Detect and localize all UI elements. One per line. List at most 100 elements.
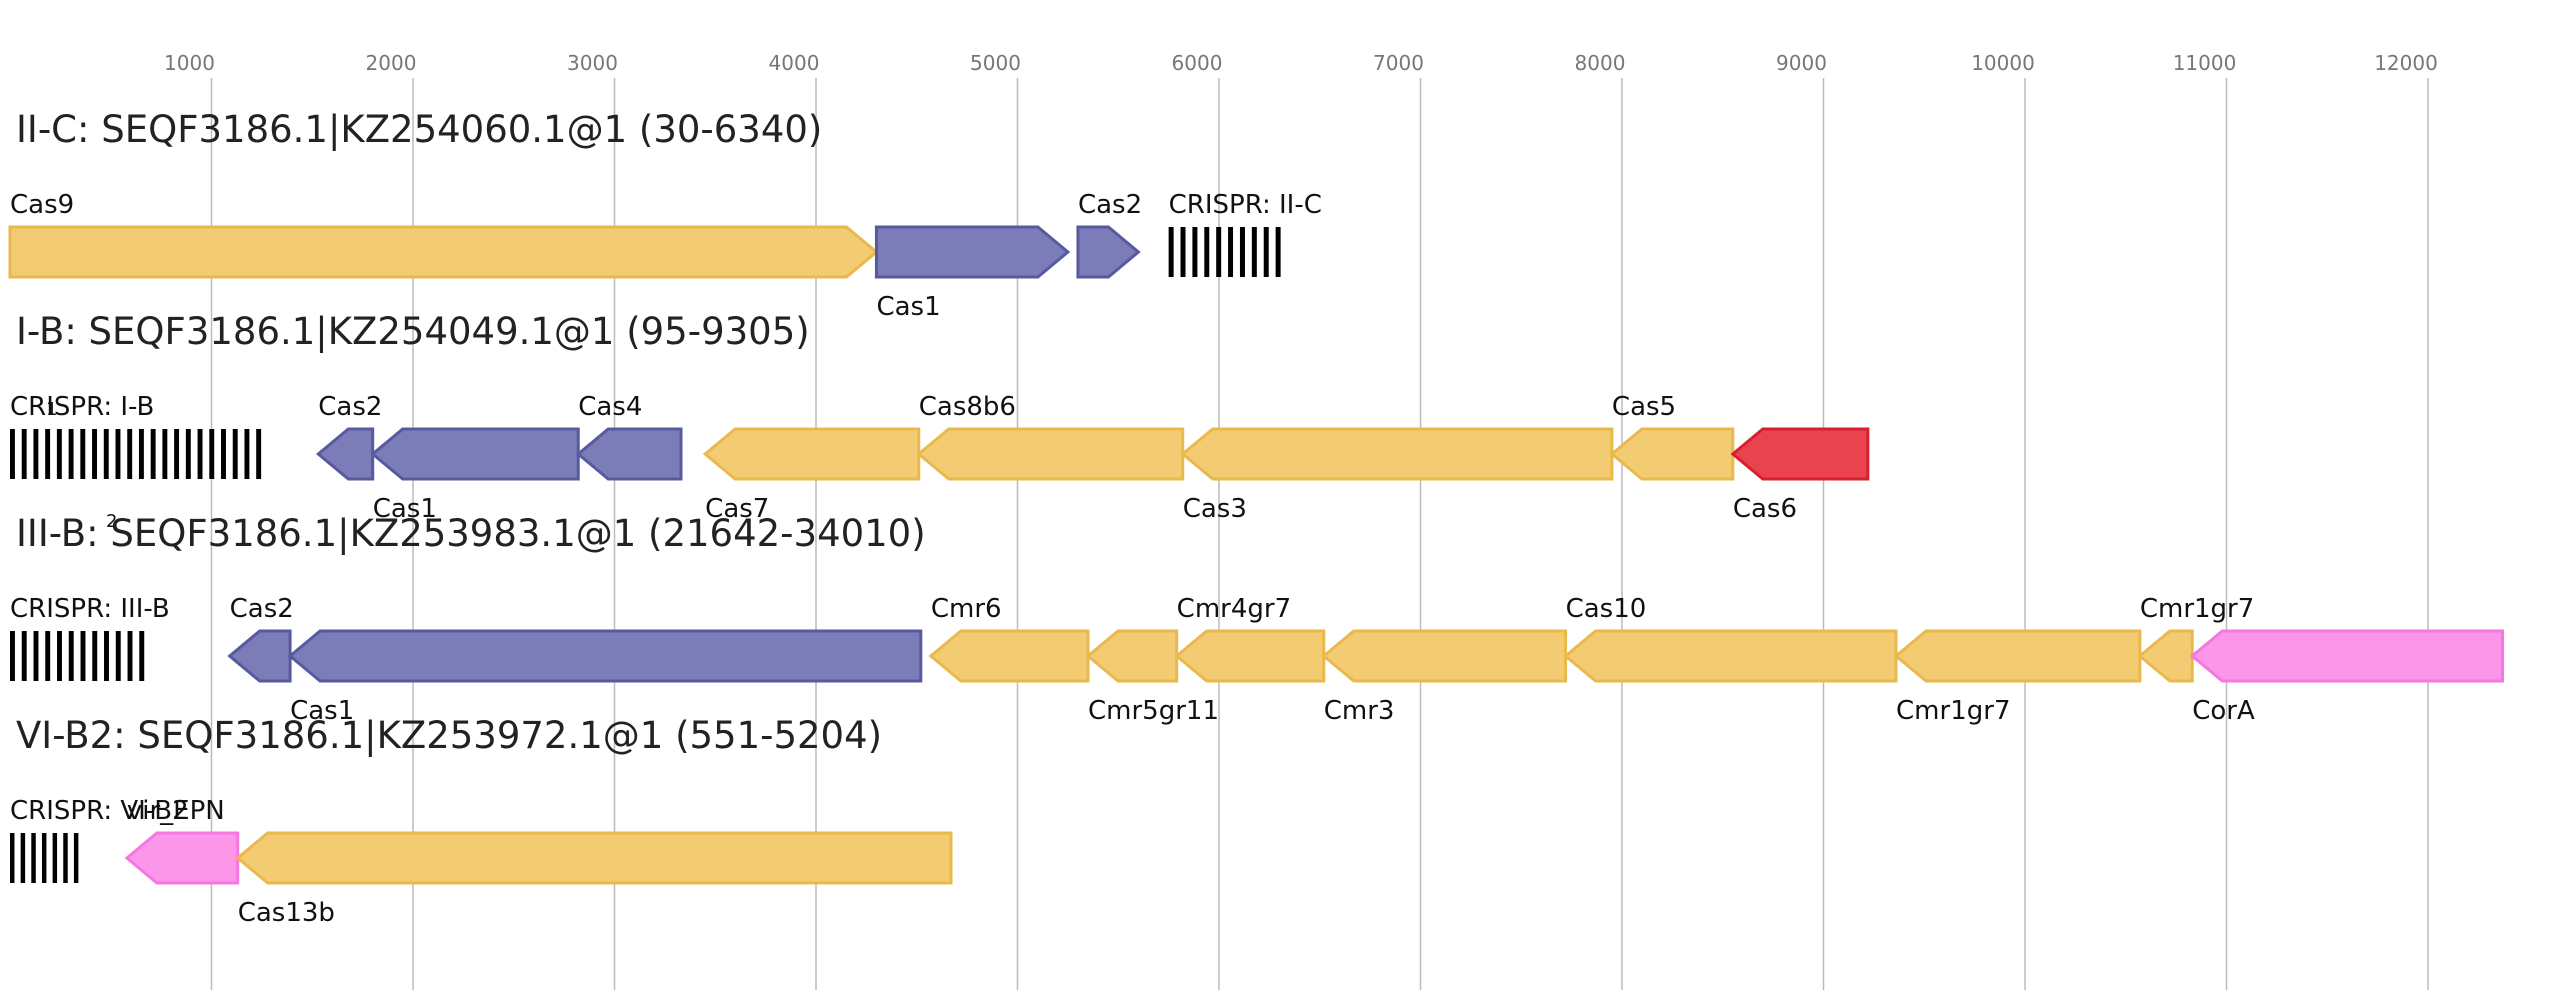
crispr-repeat xyxy=(1228,227,1234,277)
tick-label-4000: 4000 xyxy=(769,51,820,75)
crispr-repeat xyxy=(31,833,36,883)
crispr-repeat xyxy=(1180,227,1186,277)
crispr-repeat xyxy=(127,631,133,681)
crispr-repeat xyxy=(185,429,191,479)
crispr-repeat xyxy=(1192,227,1198,277)
tick-label-11000: 11000 xyxy=(2173,51,2237,75)
crispr-repeat xyxy=(21,429,27,479)
feature-label: Cmr1gr7 xyxy=(1896,696,2010,726)
crispr-repeat xyxy=(1239,227,1245,277)
crispr-repeat xyxy=(10,833,15,883)
feature-label: Cas2 xyxy=(1078,190,1142,220)
crispr-repeat xyxy=(209,429,215,479)
crispr-repeat xyxy=(52,833,58,883)
crispr-repeat xyxy=(221,429,226,479)
tick-label-3000: 3000 xyxy=(567,51,618,75)
gene-arrow-cas2 xyxy=(227,629,292,683)
crispr-repeat xyxy=(138,429,144,479)
gene-arrow-cas7 xyxy=(702,427,921,481)
feature-label: Cas4 xyxy=(578,392,642,422)
gene-arrow-cmr4gr7 xyxy=(1174,629,1326,683)
track-title: III-B: SEQF3186.1|KZ253983.1@1 (21642-34… xyxy=(16,512,926,555)
tick-label-8000: 8000 xyxy=(1575,51,1626,75)
crispr-repeat xyxy=(57,631,62,681)
crispr-repeat xyxy=(244,429,250,479)
track-2: I-B: SEQF3186.1|KZ254049.1@1 (95-9305)12… xyxy=(10,310,1870,532)
gene-arrow-cmr3 xyxy=(1321,629,1568,683)
crispr-repeat xyxy=(56,429,62,479)
crispr-repeat xyxy=(73,833,79,883)
feature-label: Cas2 xyxy=(230,594,294,624)
tick-label-1000: 1000 xyxy=(164,51,215,75)
crispr-repeat xyxy=(1251,227,1257,277)
gene-arrow-cas9 xyxy=(8,225,879,279)
crispr-repeat xyxy=(41,833,47,883)
feature-label: CorA xyxy=(2192,696,2255,726)
gene-arrow-cora xyxy=(2189,629,2505,683)
feature-label: Cas8b6 xyxy=(919,392,1016,422)
crispr-repeat xyxy=(21,631,27,681)
crispr-repeat xyxy=(162,429,168,479)
feature-label: CRISPR: II-C xyxy=(1169,190,1322,220)
crispr-repeat xyxy=(92,429,97,479)
gene-arrow-cmr1gr7 xyxy=(2137,629,2194,683)
crispr-repeat xyxy=(1275,227,1281,277)
crispr-repeat xyxy=(115,631,121,681)
gene-arrow-cas4 xyxy=(575,427,683,481)
feature-label: CRISPR: I-B xyxy=(10,392,154,422)
gene-arrow-cas1 xyxy=(874,225,1071,279)
feature-label: Cmr3 xyxy=(1324,696,1395,726)
tick-label-9000: 9000 xyxy=(1776,51,1827,75)
gene-arrow-cas8b6 xyxy=(916,427,1185,481)
crispr-repeat xyxy=(139,631,145,681)
feature-label: Cmr1gr7 xyxy=(2140,594,2254,624)
crispr-repeat xyxy=(103,429,109,479)
feature-label: Cas1 xyxy=(373,494,437,524)
crispr-extra-label: 1 xyxy=(46,399,57,420)
feature-label: Cas10 xyxy=(1566,594,1647,624)
crispr-repeat xyxy=(45,429,51,479)
feature-label: Cas6 xyxy=(1733,494,1797,524)
tick-label-7000: 7000 xyxy=(1373,51,1424,75)
feature-label: vir_EPN xyxy=(127,796,225,826)
feature-label: Cas7 xyxy=(705,494,769,524)
crispr-repeat xyxy=(1216,227,1222,277)
crispr-repeat xyxy=(80,429,86,479)
feature-label: Cas9 xyxy=(10,190,74,220)
gene-arrow-cas10 xyxy=(1563,629,1898,683)
crispr-repeat xyxy=(68,631,74,681)
crispr-repeat xyxy=(232,429,238,479)
feature-label: Cas2 xyxy=(318,392,382,422)
gene-arrow-cas1 xyxy=(287,629,923,683)
gene-arrow-cmr5gr11 xyxy=(1085,629,1179,683)
crispr-repeat xyxy=(174,429,180,479)
gene-arrow-cas6 xyxy=(1730,427,1870,481)
crispr-repeat xyxy=(104,631,109,681)
crispr-repeat xyxy=(1204,227,1210,277)
feature-label: Cas13b xyxy=(238,898,335,928)
crispr-repeat xyxy=(150,429,156,479)
feature-label: Cmr4gr7 xyxy=(1177,594,1291,624)
crispr-repeat xyxy=(127,429,133,479)
track-title: I-B: SEQF3186.1|KZ254049.1@1 (95-9305) xyxy=(16,310,810,353)
crispr-repeat xyxy=(68,429,74,479)
tracks-layer: II-C: SEQF3186.1|KZ254060.1@1 (30-6340)C… xyxy=(8,108,2505,928)
feature-label: Cas1 xyxy=(290,696,354,726)
tick-label-6000: 6000 xyxy=(1172,51,1223,75)
crispr-repeat xyxy=(33,631,39,681)
crispr-repeat xyxy=(10,631,15,681)
feature-label: Cas3 xyxy=(1183,494,1247,524)
gene-arrow-cas2 xyxy=(1076,225,1141,279)
crispr-repeat xyxy=(1263,227,1269,277)
gene-arrow-vir-epn xyxy=(124,831,240,885)
feature-label: Cas5 xyxy=(1612,392,1676,422)
tick-label-12000: 12000 xyxy=(2374,51,2438,75)
feature-label: CRISPR: VI-B2 xyxy=(10,796,189,826)
crispr-repeat xyxy=(45,631,51,681)
crispr-repeat xyxy=(20,833,26,883)
track-1: II-C: SEQF3186.1|KZ254060.1@1 (30-6340)C… xyxy=(8,108,1322,322)
crispr-repeat xyxy=(115,429,121,479)
gene-arrow-cas13b xyxy=(235,831,953,885)
